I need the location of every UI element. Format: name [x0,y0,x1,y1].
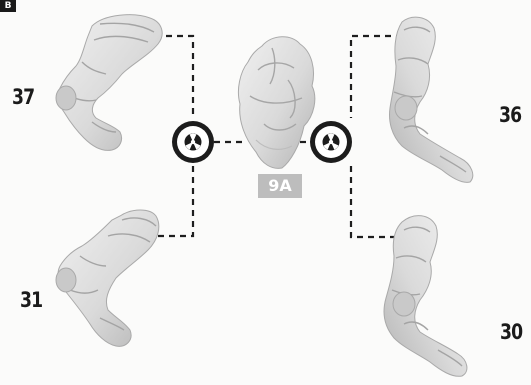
center-part-label: 9A [258,174,302,198]
attachment-point-icon [310,121,352,163]
part-number-37: 37 [12,85,34,109]
part-number-31: 31 [20,288,42,312]
leg-part-31 [56,210,159,346]
leader-line-top-left [155,36,193,118]
part-number-36: 36 [499,103,521,127]
attachment-point-icon [172,121,214,163]
leg-part-30 [384,216,467,377]
leader-line-bottom-right [351,166,402,237]
part-number-30: 30 [500,320,522,344]
leg-part-37 [56,15,162,151]
leg-part-36 [390,17,473,182]
center-torso-part [238,37,314,169]
